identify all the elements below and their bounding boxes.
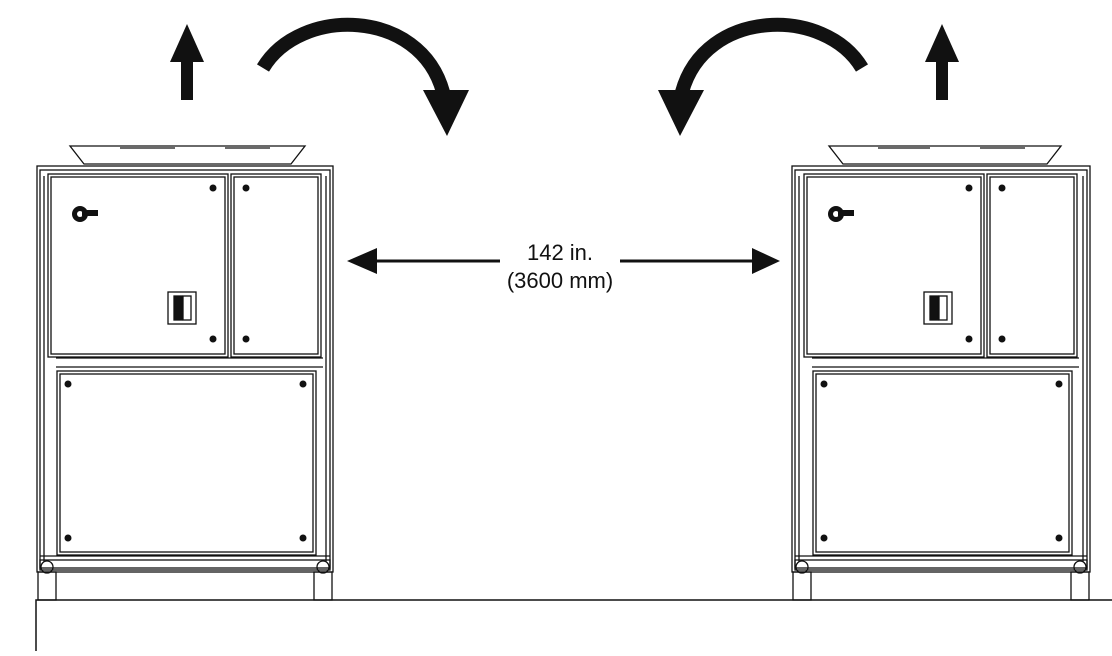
left-unit-handle (72, 206, 98, 222)
clearance-dimension-arrow (347, 248, 780, 274)
left-unit (36, 145, 334, 601)
clearance-metric-label: (3600 mm) (470, 268, 650, 294)
ground-slab (35, 599, 1112, 656)
right-unit (791, 145, 1091, 601)
left-recirculation-curved-arrow-icon (256, 17, 469, 136)
clearance-imperial-label: 142 in. (500, 240, 620, 266)
left-unit-screws (64, 184, 307, 542)
right-recirculation-curved-arrow-icon (658, 17, 869, 136)
right-exhaust-up-arrow-icon (925, 24, 959, 100)
right-unit-handle (828, 206, 854, 222)
right-unit-screws (820, 184, 1063, 542)
left-exhaust-up-arrow-icon (170, 24, 204, 100)
